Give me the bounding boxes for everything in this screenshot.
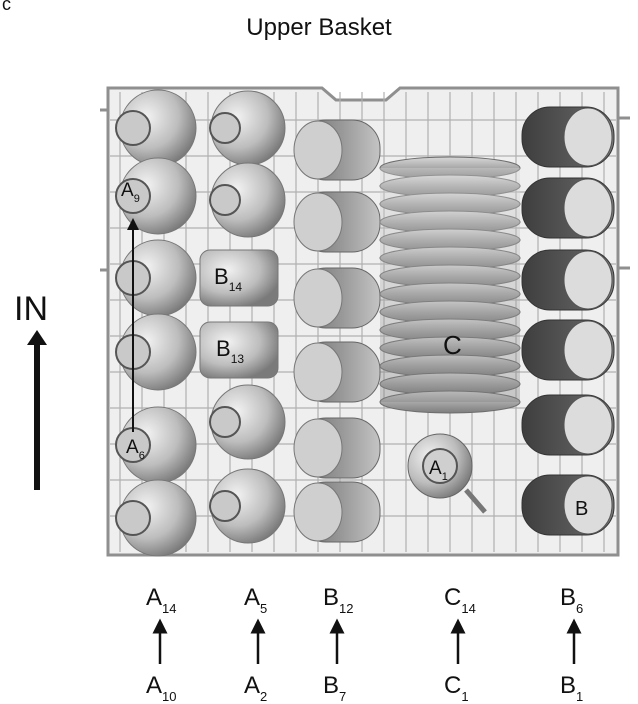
column-top-label: B6 [560,584,583,616]
column-top-label: A14 [146,584,176,616]
inner-labels: A9 B14 B13 C A6 A1 B [121,180,588,520]
column-bottom-label: A10 [146,672,176,704]
label-b14: B14 [214,264,242,294]
glass [521,249,615,311]
cup [115,157,197,235]
glass [521,177,615,239]
glass [293,119,381,181]
cup [209,90,286,166]
glass [199,249,279,307]
cup [209,384,286,460]
column-top-label: B12 [323,584,353,616]
label-a9: A9 [121,180,140,205]
glass [521,394,615,456]
cup [115,89,197,167]
column-bottom-label: B7 [323,672,346,704]
label-a6: A6 [126,437,145,462]
in-direction-label: IN [14,290,48,328]
label-b: B [575,498,588,520]
column-bottom-label: A2 [244,672,267,704]
glass [293,481,381,543]
cup-a1 [407,433,487,514]
cup [115,406,197,484]
plate-body [380,168,520,402]
cup [209,162,286,238]
cup [115,479,197,557]
glass [199,321,279,379]
in-arrow-head [27,330,47,345]
panel-letter: c [2,0,11,14]
column-top-label: C14 [444,584,476,616]
dish-items [115,89,615,557]
cup [209,468,286,544]
glass [293,191,381,253]
glass [521,319,615,381]
label-c: C [443,330,462,360]
glass [521,474,615,536]
column-bottom-label: B1 [560,672,583,704]
plate-stack [379,156,521,414]
diagram-title: Upper Basket [246,14,392,41]
glass [521,106,615,168]
glass [293,341,381,403]
column-top-label: A5 [244,584,267,616]
label-a1: A1 [429,458,448,483]
label-b13: B13 [216,336,244,366]
glass [293,267,381,329]
glass [293,417,381,479]
column-bottom-label: C1 [444,672,469,704]
